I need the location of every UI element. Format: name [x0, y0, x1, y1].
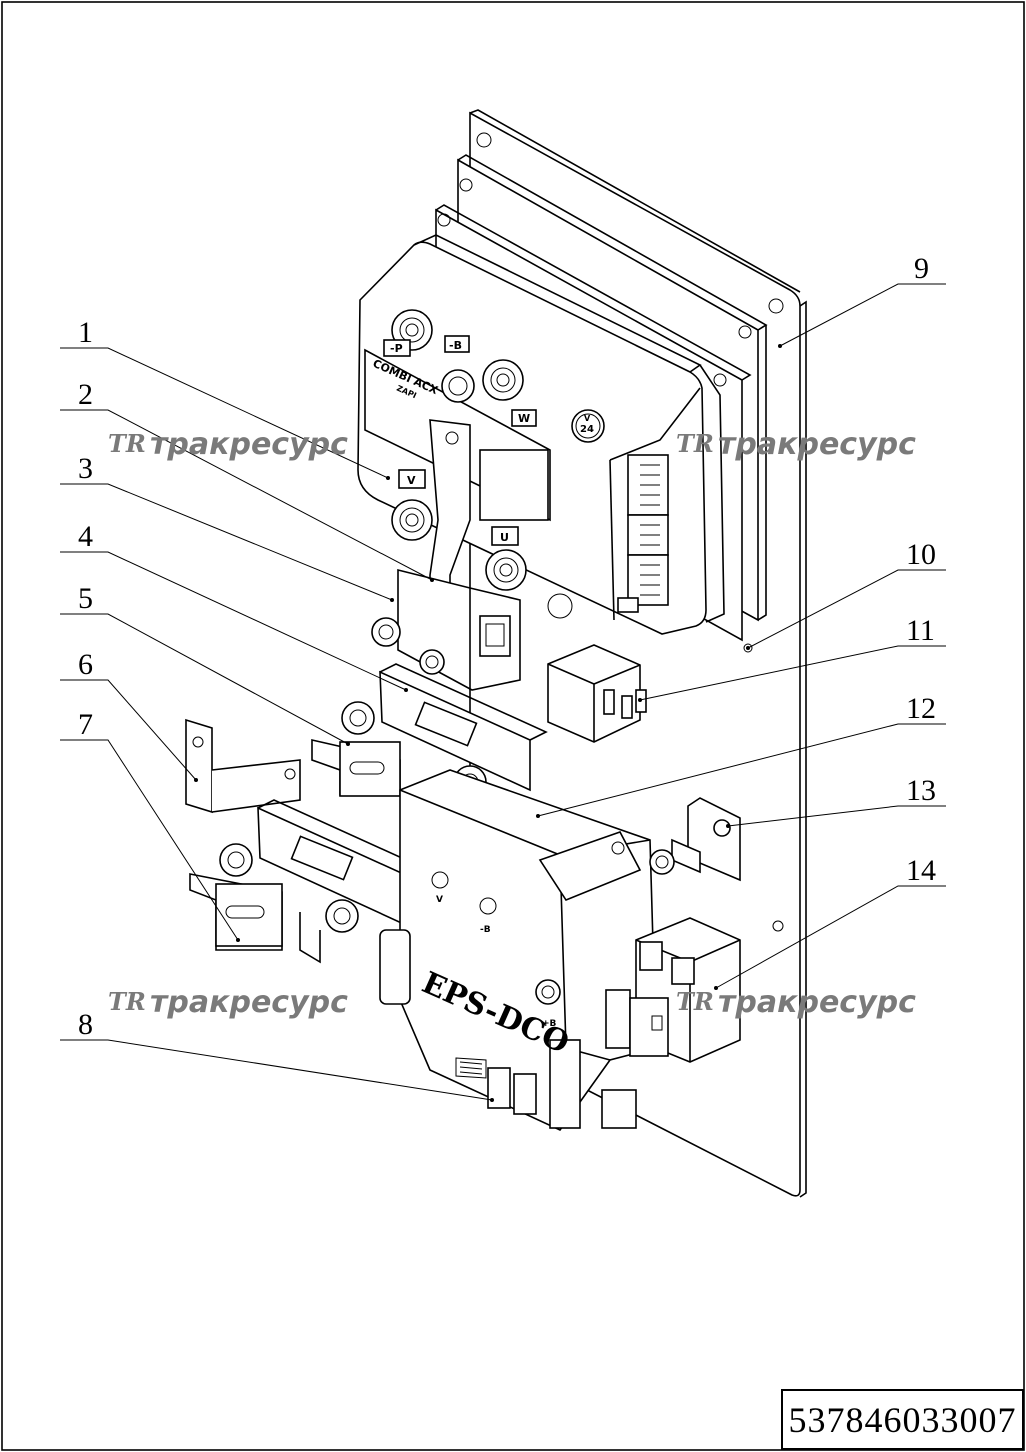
callout-14: 14 [906, 854, 936, 887]
watermark-3: TR тракресурс [108, 985, 348, 1020]
callout-2: 2 [78, 378, 93, 411]
callout-13: 13 [906, 774, 936, 807]
callout-3: 3 [78, 452, 93, 485]
label-terminal-u: U [500, 531, 509, 544]
svg-text:TR: TR [108, 987, 146, 1016]
busbar-link [371, 419, 521, 691]
label-terminal-b: -B [449, 339, 462, 352]
label-volt-top: V [584, 414, 591, 423]
svg-text:тракресурс: тракресурс [718, 985, 916, 1020]
label-terminal-v: V [407, 474, 416, 487]
svg-text:тракресурс: тракресурс [150, 427, 348, 462]
key-switch [649, 797, 741, 882]
callout-5: 5 [78, 582, 93, 615]
callout-1: 1 [78, 316, 93, 349]
fuse-block-lower [189, 799, 426, 964]
label-terminal-w: W [518, 412, 530, 425]
label-small-plus-b: +B [542, 1019, 557, 1029]
svg-text:TR: TR [676, 429, 714, 458]
callout-leaders [60, 283, 946, 1102]
part-number-box: 537846033007 [781, 1389, 1024, 1450]
part-number: 537846033007 [788, 1399, 1017, 1440]
watermark-4: TR тракресурс [676, 985, 916, 1020]
svg-text:TR: TR [108, 429, 146, 458]
callout-4: 4 [78, 520, 93, 553]
svg-text:тракресурс: тракресурс [718, 427, 916, 462]
connector-housing [605, 917, 741, 1063]
callout-8: 8 [78, 1008, 93, 1041]
eps-module [379, 769, 657, 1132]
fuse-block-upper [311, 663, 548, 799]
label-terminal-p: -P [390, 342, 403, 355]
label-small-b: -B [480, 925, 491, 935]
label-small-v: V [436, 895, 443, 905]
motor-controller [357, 154, 768, 642]
callout-9: 9 [914, 252, 929, 285]
svg-text:TR: TR [676, 987, 714, 1016]
watermark-2: TR тракресурс [676, 427, 916, 462]
callout-12: 12 [906, 692, 936, 725]
terminal-posts [383, 309, 537, 591]
callout-11: 11 [906, 614, 935, 647]
label-volt-mid: 24 [580, 424, 594, 435]
callout-7: 7 [78, 708, 93, 741]
svg-text:тракресурс: тракресурс [150, 985, 348, 1020]
callout-10: 10 [906, 538, 936, 571]
bracket [185, 718, 301, 814]
callout-6: 6 [78, 648, 93, 681]
watermark-1: TR тракресурс [108, 427, 348, 462]
